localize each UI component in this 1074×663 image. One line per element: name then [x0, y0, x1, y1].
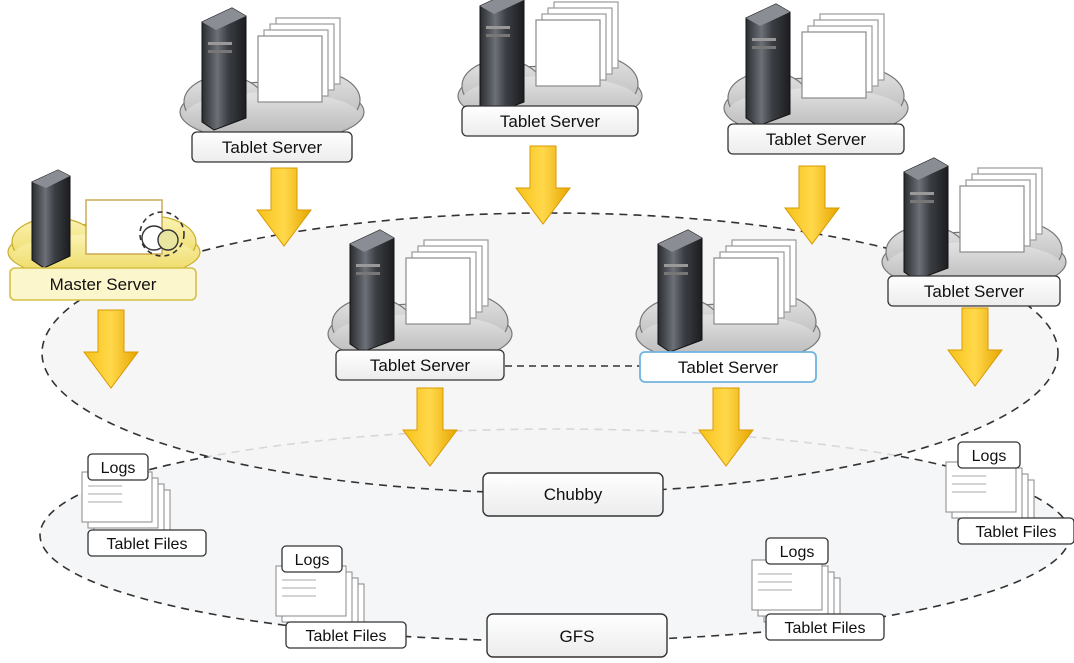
file-group-1[interactable]: Logs Tablet Files: [81, 453, 207, 557]
tablet-server-2-label: Tablet Server: [500, 112, 600, 131]
tablet-server-5[interactable]: Tablet Server: [635, 229, 821, 383]
logs-label-1: Logs: [101, 460, 136, 477]
tablet-server-3-label: Tablet Server: [766, 130, 866, 149]
logs-label-2: Logs: [295, 552, 330, 569]
tablet-files-label-3: Tablet Files: [785, 620, 866, 637]
tablet-files-label-4: Tablet Files: [976, 524, 1057, 541]
tablet-files-label-2: Tablet Files: [306, 628, 387, 645]
logs-label-3: Logs: [780, 544, 815, 561]
master-server-label: Master Server: [50, 275, 157, 294]
chubby-node[interactable]: Chubby: [482, 472, 664, 517]
file-group-3[interactable]: Logs Tablet Files: [751, 537, 885, 641]
cycle-icon: [139, 211, 185, 257]
tablet-server-6[interactable]: Tablet Server: [881, 157, 1067, 307]
master-server[interactable]: Master Server: [7, 169, 201, 301]
file-group-2[interactable]: Logs Tablet Files: [275, 545, 407, 649]
tablet-server-3[interactable]: Tablet Server: [723, 3, 909, 155]
chubby-label: Chubby: [544, 485, 603, 504]
tablet-server-4[interactable]: Tablet Server: [327, 229, 513, 381]
tablet-server-6-label: Tablet Server: [924, 282, 1024, 301]
file-group-4[interactable]: Logs Tablet Files: [945, 441, 1074, 545]
tablet-server-1-label: Tablet Server: [222, 138, 322, 157]
tablet-files-label-1: Tablet Files: [107, 536, 188, 553]
gfs-node[interactable]: GFS: [486, 613, 668, 658]
tablet-server-4-label: Tablet Server: [370, 356, 470, 375]
logs-label-4: Logs: [972, 448, 1007, 465]
gfs-label: GFS: [560, 627, 595, 646]
arrow-tablet-2: [515, 145, 571, 225]
tablet-server-5-label: Tablet Server: [678, 358, 778, 377]
tablet-server-1[interactable]: Tablet Server: [179, 7, 365, 163]
tablet-server-2[interactable]: Tablet Server: [457, 0, 643, 137]
